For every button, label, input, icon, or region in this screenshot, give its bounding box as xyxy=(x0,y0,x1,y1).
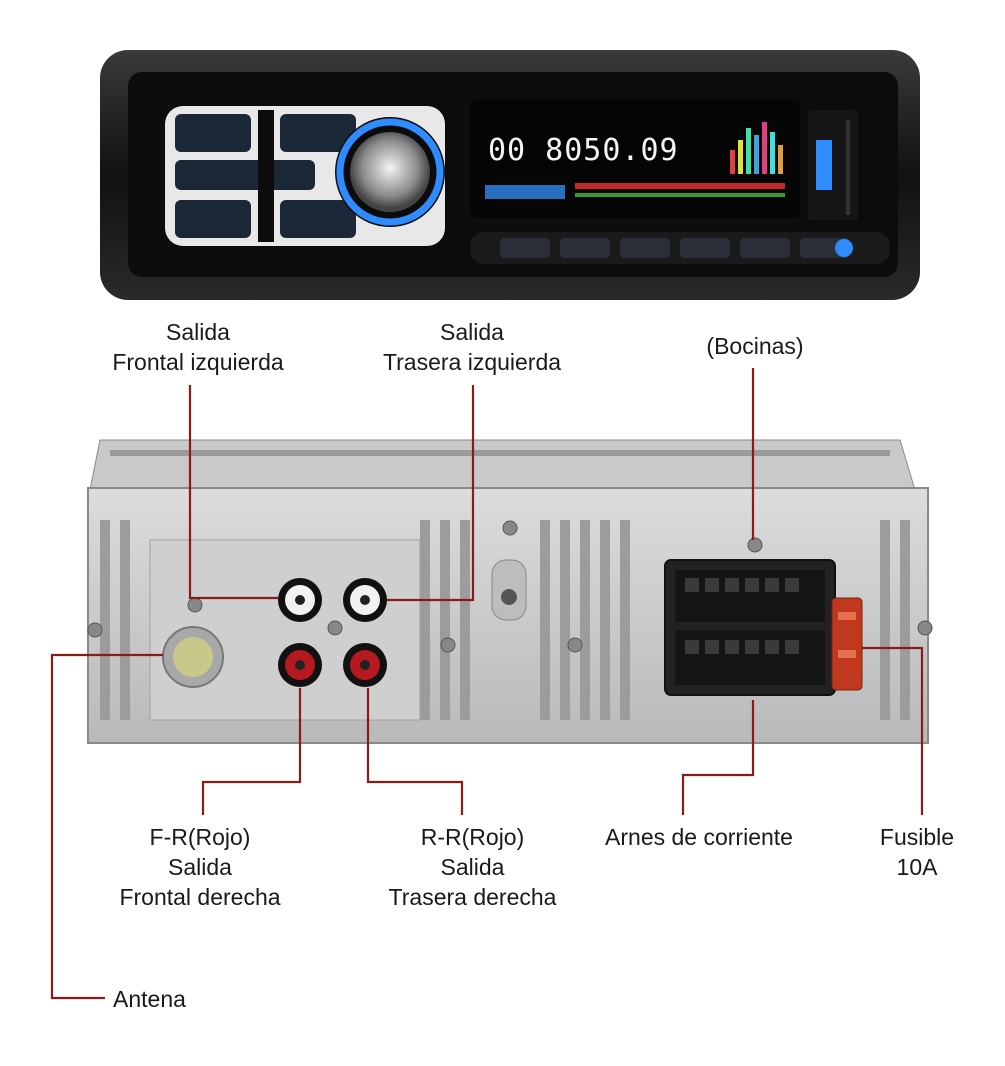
label-fuse-line1: Fusible xyxy=(879,824,955,850)
label-rear-left-output: Salida Trasera izquierda xyxy=(362,317,582,377)
label-rear-right-output: R-R(Rojo) Salida Trasera derecha xyxy=(365,822,580,912)
equalizer-bars-icon xyxy=(730,122,783,174)
label-speakers-line1: (Bocinas) xyxy=(706,333,804,359)
leader-rear-left xyxy=(387,385,475,602)
rca-front-left-jack xyxy=(278,578,322,622)
label-front-right-line1: F-R(Rojo) xyxy=(149,824,251,850)
label-rear-left-line2: Trasera izquierda xyxy=(382,349,562,375)
label-fuse: Fusible 10A xyxy=(862,822,972,882)
label-power-harness-line1: Arnes de corriente xyxy=(605,824,793,850)
usb-port xyxy=(808,110,858,220)
label-front-left-line1: Salida xyxy=(166,319,230,345)
rca-front-right-jack xyxy=(278,643,322,687)
label-rear-right-line2: Salida xyxy=(440,854,505,880)
rca-rear-right-jack xyxy=(343,643,387,687)
label-front-right-output: F-R(Rojo) Salida Frontal derecha xyxy=(95,822,305,912)
leader-antenna xyxy=(50,653,163,1000)
leader-rear-right xyxy=(366,688,464,815)
mounting-hook xyxy=(491,559,527,621)
heatsink-fins xyxy=(100,520,910,720)
label-front-right-line3: Frontal derecha xyxy=(119,884,281,910)
label-antenna-line1: Antena xyxy=(113,986,186,1012)
label-front-right-line2: Salida xyxy=(168,854,232,880)
leader-lines xyxy=(50,368,924,1000)
head-unit-front: 00 8050.09 xyxy=(100,50,920,300)
label-front-left-output: Salida Frontal izquierda xyxy=(88,317,308,377)
antenna-socket xyxy=(162,626,224,688)
label-antenna: Antena xyxy=(113,984,186,1014)
leader-power-harness xyxy=(681,700,755,815)
label-fuse-line2: 10A xyxy=(896,854,938,880)
head-unit-rear xyxy=(87,439,933,744)
label-speakers: (Bocinas) xyxy=(680,331,830,361)
screw-icon xyxy=(87,520,933,653)
iso-harness-connector xyxy=(664,559,836,696)
leader-front-left xyxy=(188,385,278,600)
label-rear-left-line1: Salida xyxy=(440,319,504,345)
label-rear-right-line3: Trasera derecha xyxy=(388,884,557,910)
label-front-left-line2: Frontal izquierda xyxy=(112,349,284,375)
label-power-harness: Arnes de corriente xyxy=(585,822,813,852)
rca-rear-left-jack xyxy=(343,578,387,622)
lcd-display: 00 8050.09 xyxy=(470,100,800,218)
volume-knob xyxy=(335,117,445,227)
fuse-10a xyxy=(831,597,863,691)
leader-front-right xyxy=(201,688,302,815)
preset-buttons xyxy=(470,232,890,264)
label-rear-right-line1: R-R(Rojo) xyxy=(420,824,525,850)
leader-fuse xyxy=(862,646,924,815)
display-reading: 00 8050.09 xyxy=(488,133,679,168)
